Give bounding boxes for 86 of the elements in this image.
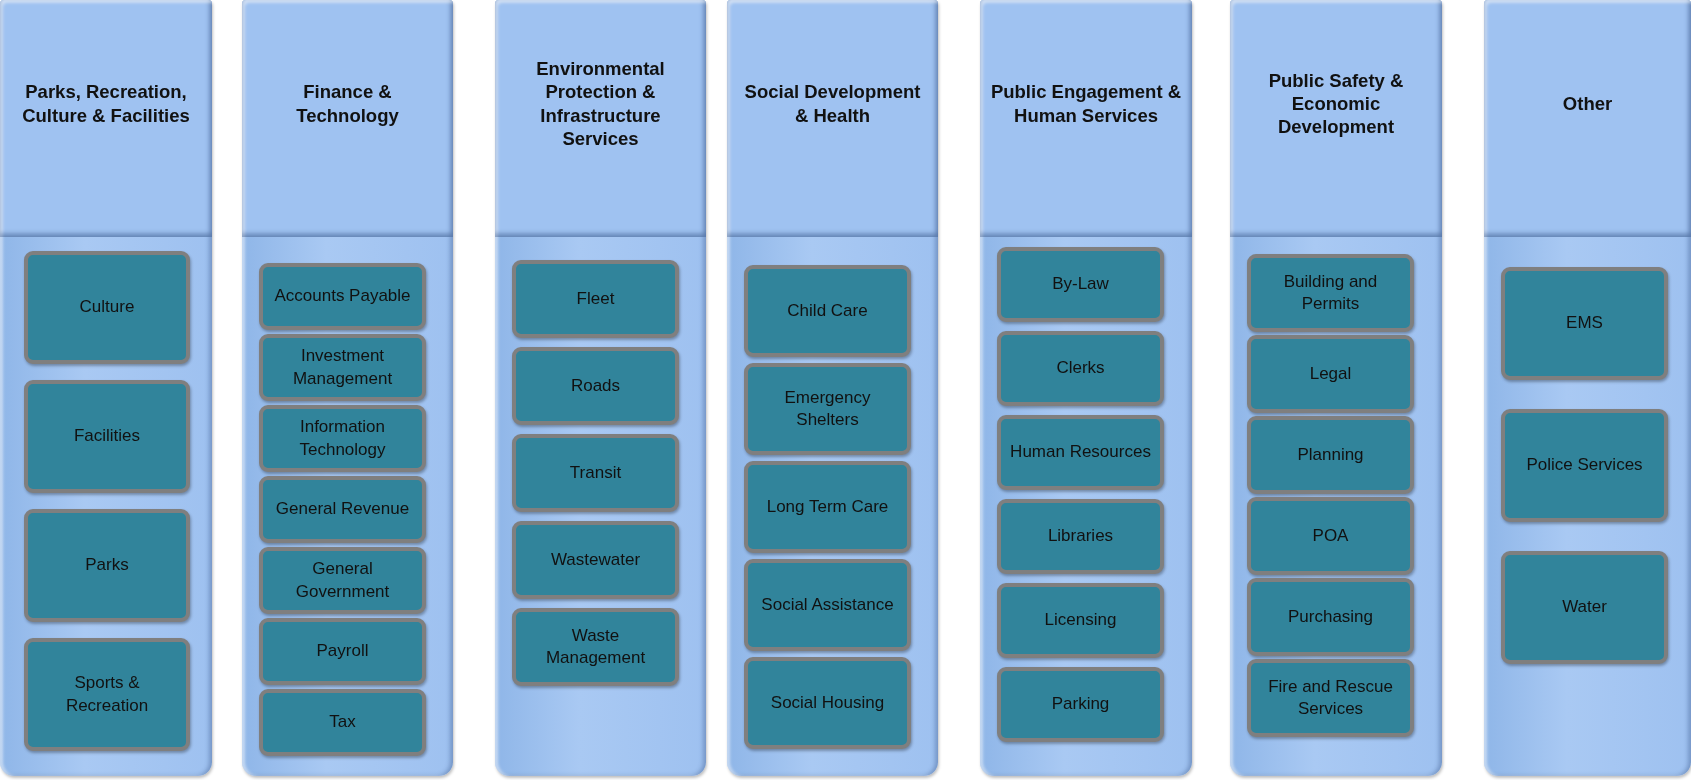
service-box <box>512 347 679 425</box>
service-label: EMS <box>1566 312 1603 335</box>
service-box <box>1501 551 1668 664</box>
service-label: Accounts Payable <box>274 285 411 308</box>
service-label: General Revenue <box>275 498 410 521</box>
service-label: Building and Permits <box>1282 270 1379 315</box>
category-column <box>980 0 1192 776</box>
service-box <box>1247 578 1414 656</box>
category-title: Parks, Recreation, Culture & Facilities <box>21 80 191 127</box>
service-label: Facilities <box>73 425 141 448</box>
service-box <box>997 247 1164 322</box>
category-column <box>0 0 212 776</box>
service-box <box>744 363 911 455</box>
service-label: Licensing <box>1044 609 1117 632</box>
category-column <box>1230 0 1442 776</box>
service-label: Water <box>1562 596 1607 619</box>
service-box <box>512 260 679 338</box>
service-box <box>259 263 426 330</box>
service-label: Human Resources <box>1010 441 1151 464</box>
service-label: Planning <box>1297 443 1364 466</box>
service-box <box>24 251 190 364</box>
service-box <box>744 265 911 357</box>
service-label: Payroll <box>316 640 369 663</box>
service-label: Sports & Recreation <box>64 672 150 717</box>
service-label: Emergency Shelters <box>783 386 872 431</box>
category-column <box>1484 0 1691 776</box>
service-box <box>512 608 679 686</box>
service-label: Roads <box>570 374 621 397</box>
category-title: Public Safety & Economic Development <box>1267 68 1405 139</box>
service-box <box>744 657 911 749</box>
service-label: Social Housing <box>770 691 885 714</box>
service-label: Investment Management <box>291 345 394 390</box>
service-label: Parking <box>1051 693 1110 716</box>
service-box <box>512 521 679 599</box>
service-box <box>259 476 426 543</box>
service-box <box>24 638 190 751</box>
category-title: Social Development & Health <box>743 80 922 127</box>
service-box <box>1247 335 1414 413</box>
service-label: Tax <box>329 711 356 734</box>
category-title: Other <box>1562 91 1613 116</box>
service-box <box>1501 267 1668 380</box>
service-label: Fire and Rescue Services <box>1267 675 1394 720</box>
category-title: Finance & Technology <box>295 80 400 127</box>
service-box <box>997 499 1164 574</box>
service-label: Information Technology <box>298 416 387 461</box>
service-box <box>24 380 190 493</box>
service-label: Libraries <box>1047 525 1114 548</box>
service-label: POA <box>1312 524 1349 547</box>
service-box <box>1501 409 1668 522</box>
category-title: Public Engagement & Human Services <box>990 80 1182 127</box>
service-label: Transit <box>569 461 622 484</box>
service-box <box>1247 497 1414 575</box>
service-box <box>1247 416 1414 494</box>
service-box <box>512 434 679 512</box>
category-title: Environmental Protection & Infrastructure Services <box>535 57 666 150</box>
service-label: Legal <box>1309 362 1352 385</box>
service-box <box>259 334 426 401</box>
service-label: Wastewater <box>550 548 641 571</box>
service-label: Parks <box>85 554 129 577</box>
service-label: Purchasing <box>1287 605 1374 628</box>
service-box <box>997 415 1164 490</box>
service-box <box>997 667 1164 742</box>
service-label: General Government <box>294 558 391 603</box>
category-column <box>242 0 453 776</box>
category-column <box>727 0 938 776</box>
service-box <box>997 331 1164 406</box>
service-box <box>1247 659 1414 737</box>
service-box <box>1247 254 1414 332</box>
service-box <box>24 509 190 622</box>
service-label: Police Services <box>1526 454 1643 477</box>
service-label: Waste Management <box>544 624 647 669</box>
service-box <box>259 405 426 472</box>
service-label: By-Law <box>1052 273 1109 296</box>
category-column <box>495 0 706 776</box>
service-box <box>744 559 911 651</box>
service-label: Social Assistance <box>761 593 894 616</box>
service-label: Long Term Care <box>766 495 889 518</box>
service-box <box>744 461 911 553</box>
service-label: Clerks <box>1056 357 1105 380</box>
service-box <box>997 583 1164 658</box>
service-label: Fleet <box>576 287 615 310</box>
service-label: Culture <box>79 296 135 319</box>
service-box <box>259 547 426 614</box>
service-box <box>259 618 426 685</box>
service-label: Child Care <box>787 299 868 322</box>
service-box <box>259 689 426 756</box>
